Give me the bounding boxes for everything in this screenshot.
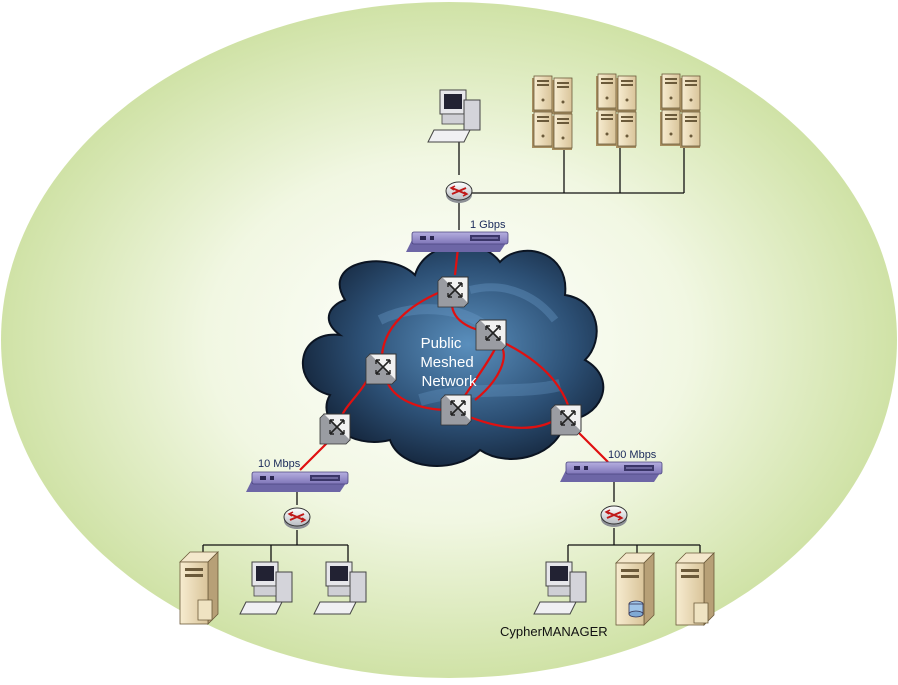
cloud-label-line-3: Network [421,373,477,390]
database-server-icon [615,552,655,626]
cloud-label-line-1: Public [421,335,462,352]
server-rack-3-icon [659,73,701,149]
left-server-icon [179,551,219,625]
lan-wiring [202,140,701,565]
encryptor-top-icon [405,231,509,253]
router-top-icon [445,181,473,204]
router-right-icon [600,505,628,528]
link-speed-right: 100 Mbps [608,449,657,461]
mesh-switch-icon-3 [365,353,397,385]
mesh-switch-icon-1 [437,276,469,308]
server-rack-2-icon [595,73,637,149]
encryptor-left-icon [245,471,349,493]
server-rack-1-icon [531,75,573,151]
right-server-icon [675,552,715,626]
cloud-label: Public Meshed Network [420,335,477,390]
mesh-switch-icon-2 [475,319,507,351]
link-speed-top: 1 Gbps [470,219,506,231]
mesh-switch-icon-6 [550,404,582,436]
router-left-icon [283,507,311,530]
cloud-label-line-2: Meshed [420,354,473,371]
mesh-switch-icon-5 [319,413,351,445]
encryptor-right-icon [559,461,663,483]
cyphermanager-label: CypherMANAGER [500,624,608,639]
link-speed-left: 10 Mbps [258,458,301,470]
mesh-switch-icon-4 [440,394,472,426]
